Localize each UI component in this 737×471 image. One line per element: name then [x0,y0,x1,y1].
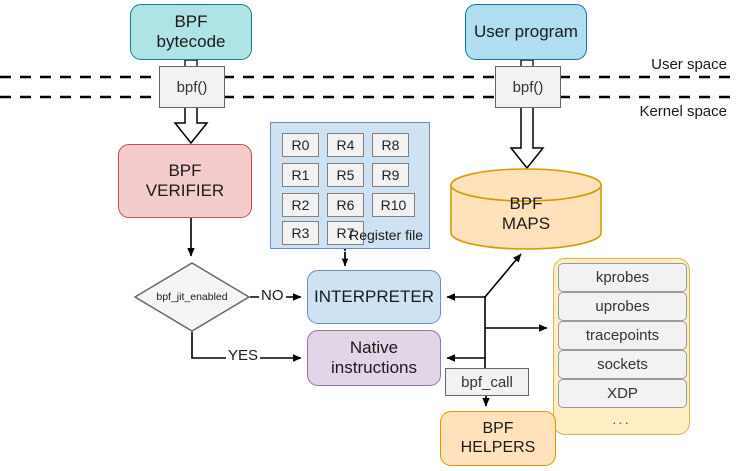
bpf-bytecode-node[interactable]: BPF bytecode [130,4,252,60]
register-r10: R10 [372,193,415,217]
interpreter-label: INTERPRETER [314,286,434,306]
bpf-verifier-label-line2: VERIFIER [145,181,225,200]
kernel-space-label: Kernel space [639,103,727,120]
bpf-helpers-node[interactable]: BPF HELPERS [440,411,556,466]
hook-item-uprobes[interactable]: uprobes [558,292,687,321]
native-instructions-node[interactable]: Native instructions [307,330,441,386]
edge-label-yes: YES [226,347,261,364]
bpf-maps-node[interactable]: BPF MAPS [450,168,602,250]
register-r5: R5 [327,163,364,187]
hook-item-sockets[interactable]: sockets [558,350,687,379]
hook-item-more: ... [612,410,631,428]
bpf-jit-enabled-label: bpf_jit_enabled [156,291,228,303]
bpf-verifier-node[interactable]: BPF VERIFIER [118,144,252,218]
hook-item-xdp[interactable]: XDP [558,379,687,408]
register-r8: R8 [372,133,409,157]
hook-item-kprobes[interactable]: kprobes [558,263,687,292]
register-file-panel: R0 R1 R2 R3 R4 R5 R6 R7 R8 R9 R10 Regist… [270,122,430,249]
bpf-maps-label-line2: MAPS [501,214,551,233]
bpf-helpers-label-line2: HELPERS [460,438,536,456]
bpf-jit-enabled-decision[interactable]: bpf_jit_enabled [134,262,250,332]
bpf-verifier-label-line1: BPF [168,160,202,180]
bpf-syscall-right-label: bpf() [512,78,544,96]
bpf-helpers-label-line1: BPF [482,419,514,437]
cylinder-shape [450,168,602,250]
native-instructions-label-line2: instructions [331,358,417,377]
diamond-shape [134,262,250,332]
register-file-label: Register file [349,227,423,243]
bpf-maps-label-line1: BPF [509,194,543,213]
bpf-syscall-left-node[interactable]: bpf() [159,66,225,108]
bpf-syscall-left-label: bpf() [176,78,208,96]
bpf-maps-label-group: BPF MAPS [450,168,602,250]
bpf-hooks-panel: kprobes uprobes tracepoints sockets XDP … [553,258,690,435]
bpf-bytecode-label-line2: bytecode [156,32,226,51]
user-kernel-boundary [0,75,737,99]
bpf-call-node[interactable]: bpf_call [445,368,529,396]
register-r3: R3 [282,221,319,245]
bpf-bytecode-label-line1: BPF [174,11,208,31]
register-r0: R0 [282,133,319,157]
register-r2: R2 [282,193,319,217]
user-program-label: User program [474,21,578,41]
edge-label-no: NO [259,287,286,304]
register-r9: R9 [372,163,409,187]
user-space-label: User space [651,56,727,73]
register-r1: R1 [282,163,319,187]
register-r4: R4 [327,133,364,157]
edge-syscall-to-maps [509,105,545,170]
bpf-syscall-right-node[interactable]: bpf() [495,66,561,108]
bpf-call-label: bpf_call [461,373,513,391]
register-r7: R7 [327,221,364,245]
user-program-node[interactable]: User program [465,4,587,60]
native-instructions-label-line1: Native [349,337,399,357]
interpreter-node[interactable]: INTERPRETER [307,270,441,324]
hook-item-tracepoints[interactable]: tracepoints [558,321,687,350]
edge-syscall-to-verifier [173,105,209,145]
register-r6: R6 [327,193,364,217]
